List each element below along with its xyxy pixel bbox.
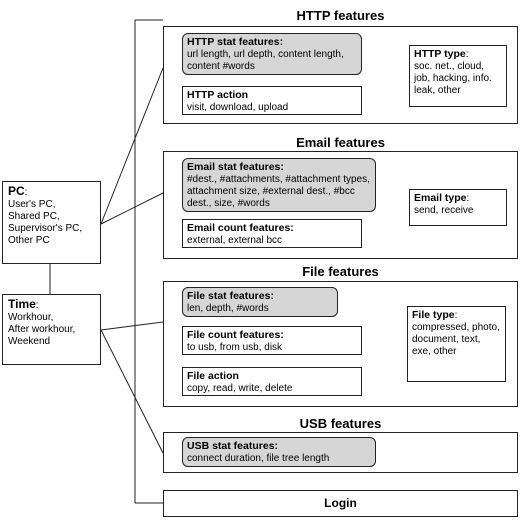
- usb-section-title: USB features: [299, 416, 382, 431]
- email-count-text: external, external bcc: [187, 235, 283, 246]
- file-type-label: File type: [412, 309, 455, 321]
- http-stat-label: HTTP stat features:: [187, 36, 284, 48]
- time-box: Time: Workhour, After workhour, Weekend: [2, 294, 101, 365]
- email-stat-label: Email stat features:: [187, 161, 284, 173]
- time-line: Workhour,: [8, 312, 54, 323]
- file-count-box: File count features: to usb, from usb, d…: [182, 326, 362, 355]
- http-action-label: HTTP action: [187, 89, 249, 101]
- usb-stat-label: USB stat features:: [187, 440, 279, 452]
- http-stat-text: url length, url depth, content length, c…: [187, 49, 344, 72]
- file-section-title: File features: [302, 264, 379, 279]
- http-type-label: HTTP type: [414, 48, 466, 60]
- http-action-box: HTTP action visit, download, upload: [182, 86, 362, 115]
- email-section-title: Email features: [296, 135, 385, 150]
- email-stat-text: #dest., #attachments, #attachment types,…: [187, 174, 370, 209]
- file-action-text: copy, read, write, delete: [187, 383, 293, 394]
- email-count-label: Email count features:: [187, 222, 294, 234]
- http-section-title: HTTP features: [296, 8, 385, 23]
- pc-line: Other PC: [8, 235, 50, 246]
- email-stat-features-box: Email stat features: #dest., #attachment…: [182, 158, 376, 212]
- email-type-text: send, receive: [414, 205, 474, 216]
- login-title: Login: [324, 496, 357, 510]
- http-type-text: soc. net., cloud, job, hacking, info. le…: [414, 61, 492, 96]
- file-count-text: to usb, from usb, disk: [187, 342, 283, 353]
- pc-label: PC: [8, 184, 25, 198]
- email-type-box: Email type: send, receive: [409, 189, 507, 226]
- pc-box: PC: User's PC, Shared PC, Supervisor's P…: [2, 181, 101, 264]
- http-action-text: visit, download, upload: [187, 102, 289, 113]
- pc-line: User's PC,: [8, 199, 56, 210]
- file-stat-text: len, depth, #words: [187, 303, 269, 314]
- email-count-box: Email count features: external, external…: [182, 219, 362, 248]
- http-stat-features-box: HTTP stat features: url length, url dept…: [182, 33, 362, 75]
- file-type-box: File type: compressed, photo, document, …: [407, 306, 506, 382]
- file-count-label: File count features:: [187, 329, 284, 341]
- pc-line: Shared PC,: [8, 211, 60, 222]
- time-line: After workhour,: [8, 324, 76, 335]
- usb-stat-features-box: USB stat features: connect duration, fil…: [182, 437, 376, 467]
- time-label: Time: [8, 297, 36, 311]
- time-line: Weekend: [8, 336, 51, 347]
- pc-line: Supervisor's PC,: [8, 223, 83, 234]
- file-type-text: compressed, photo, document, text, exe, …: [412, 322, 500, 357]
- file-stat-label: File stat features:: [187, 290, 274, 302]
- login-box: Login: [163, 490, 518, 517]
- usb-stat-text: connect duration, file tree length: [187, 453, 330, 464]
- http-type-box: HTTP type: soc. net., cloud, job, hackin…: [409, 45, 507, 107]
- file-action-label: File action: [187, 370, 239, 382]
- file-stat-features-box: File stat features: len, depth, #words: [182, 287, 338, 317]
- email-type-label: Email type: [414, 192, 467, 204]
- file-action-box: File action copy, read, write, delete: [182, 367, 362, 396]
